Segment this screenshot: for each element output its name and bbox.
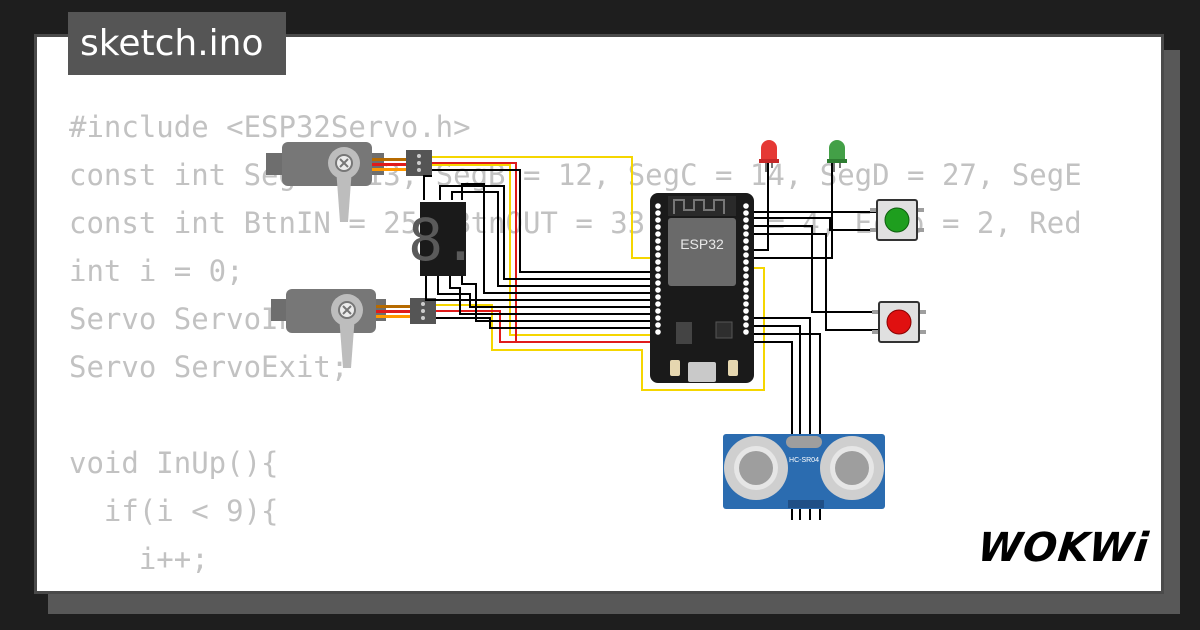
code-line: delay(100); — [69, 583, 1082, 591]
code-line: #include <ESP32Servo.h> — [69, 110, 471, 144]
board-label: ESP32 — [680, 236, 724, 252]
servo-exit[interactable] — [271, 289, 436, 368]
file-title: sketch.ino — [68, 12, 286, 75]
green-pushbutton[interactable] — [870, 199, 924, 241]
seven-segment-display[interactable]: 8. — [408, 202, 478, 276]
code-line: i++; — [69, 542, 209, 576]
red-pushbutton[interactable] — [872, 301, 926, 343]
code-line: int i = 0; — [69, 254, 244, 288]
ultrasonic-sensor[interactable]: HC-SR04 — [723, 434, 885, 509]
esp32-board[interactable]: ESP32 — [650, 193, 754, 383]
green-led[interactable] — [827, 140, 847, 172]
code-line: Servo ServoExit; — [69, 350, 349, 384]
wiring — [423, 156, 880, 520]
display-digit: 8. — [408, 206, 478, 274]
code-line: void InUp(){ — [69, 446, 279, 480]
sensor-label: HC-SR04 — [789, 457, 819, 464]
wokwi-logo: WOKWi — [975, 525, 1152, 571]
servo-in[interactable] — [266, 142, 432, 222]
red-led[interactable] — [759, 140, 779, 172]
code-line: if(i < 9){ — [69, 494, 279, 528]
